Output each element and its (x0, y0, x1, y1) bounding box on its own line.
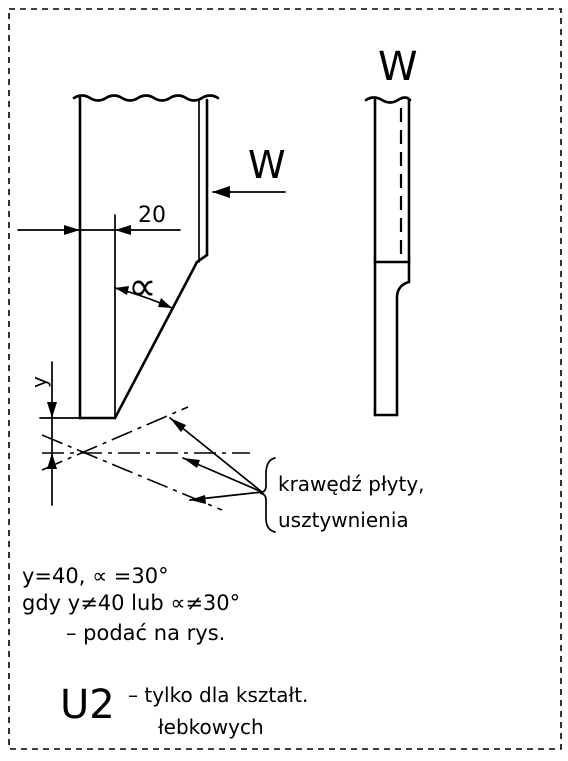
dimension-y: y (27, 361, 81, 506)
y-label: y (27, 376, 51, 388)
edge-note: krawędź płyty, usztywnienia (278, 472, 425, 532)
bevel-face (113, 260, 199, 420)
side-break-line (364, 96, 412, 104)
conditions-line2: gdy y≠40 lub ∝≠30° (22, 591, 240, 615)
conditions-line1: y=40, ∝ =30° (22, 564, 169, 588)
code-desc-line2: łebkowych (158, 715, 264, 739)
plate-main-view (72, 94, 220, 420)
dimension-20: 20 (17, 203, 181, 419)
code-desc-line1: – tylko dla kształt. (128, 683, 308, 707)
leader-2-arrow (183, 458, 200, 468)
leader-1 (169, 417, 263, 493)
edge-note-line2: usztywnienia (278, 508, 409, 532)
conditions-line3: – podać na rys. (66, 621, 225, 645)
view-arrow-head (212, 186, 230, 198)
edge-line-upper (41, 406, 189, 471)
edge-line-lower (41, 434, 223, 511)
angle-arrow-right (158, 298, 172, 308)
dim-arrow-right (115, 225, 131, 235)
dim-20-label: 20 (138, 203, 166, 228)
break-line (72, 94, 220, 102)
plate-side-view: W (364, 44, 418, 417)
conditions-block: y=40, ∝ =30° gdy y≠40 lub ∝≠30° – podać … (22, 564, 240, 645)
view-arrow-label: W (248, 143, 286, 187)
dim-arrow-left (64, 225, 80, 235)
leader-1-arrow (170, 418, 186, 432)
view-w-arrow: W (212, 143, 286, 198)
leader-3-arrow (190, 495, 206, 504)
note-brace (259, 457, 276, 533)
edge-lines (41, 406, 250, 511)
side-bevel-curve (395, 280, 411, 417)
code-label: U2 (60, 682, 115, 728)
angle-alpha: ∝ (114, 264, 173, 310)
y-arrow-top (47, 402, 57, 418)
code-block: U2 – tylko dla kształt. łebkowych (60, 682, 308, 739)
edge-note-line1: krawędź płyty, (278, 472, 425, 496)
view-label: W (378, 44, 418, 90)
alpha-label: ∝ (128, 264, 157, 310)
angle-arrow-left (115, 286, 129, 295)
sheet-frame (8, 8, 562, 750)
edge-leaders (169, 417, 276, 533)
